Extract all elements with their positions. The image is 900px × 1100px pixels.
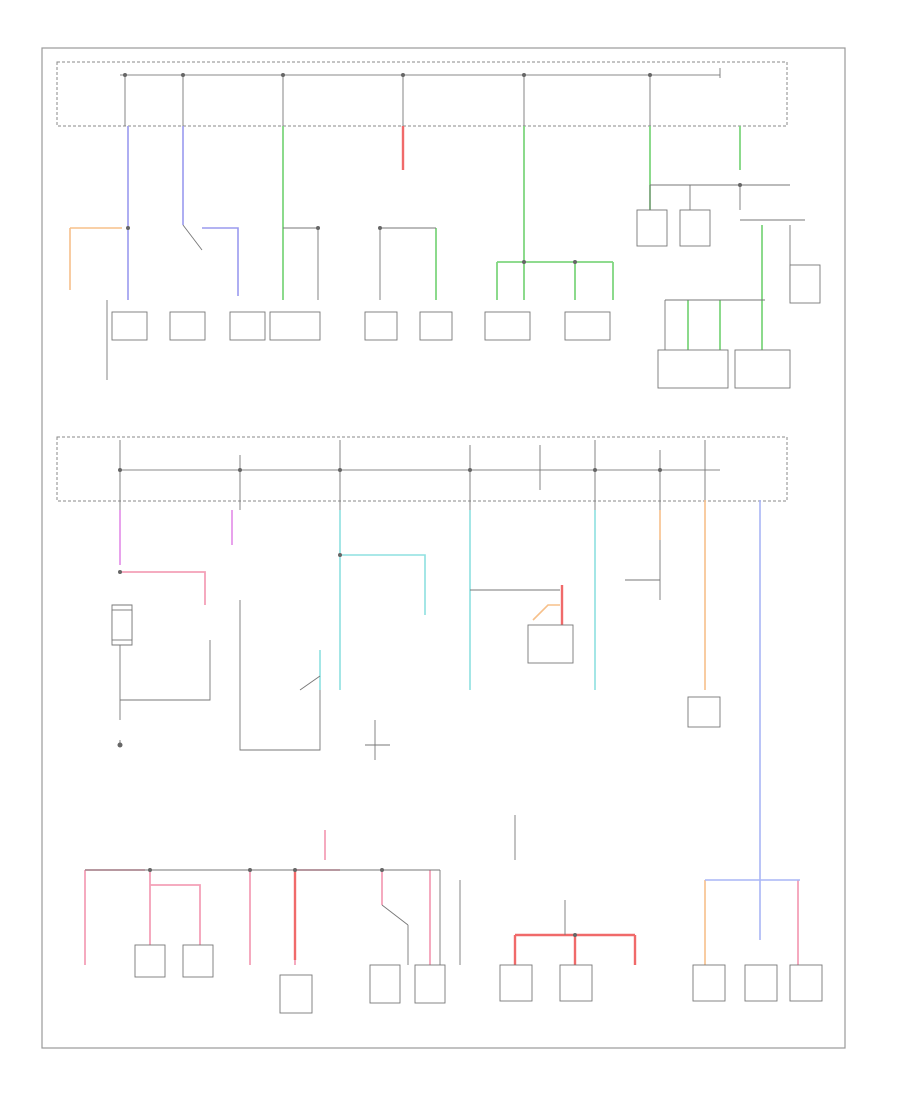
component-box — [269, 311, 321, 341]
upper-circuit-wires — [69, 126, 763, 350]
diagram-frame — [41, 47, 846, 1049]
component-box — [134, 944, 166, 978]
lower-fuse-junction-box — [56, 436, 788, 510]
middle-ground-lines — [111, 540, 661, 760]
upper-fuse-junction-box — [56, 61, 788, 127]
upper-ground-lines — [106, 184, 805, 380]
component-box — [687, 696, 721, 728]
lower-ground-lines — [85, 815, 566, 965]
lower-components — [134, 944, 823, 1014]
component-box — [484, 311, 531, 341]
component-box — [229, 311, 266, 341]
middle-circuit-wires — [119, 500, 761, 940]
component-box — [169, 311, 206, 341]
component-box — [789, 964, 823, 1002]
component-box — [419, 311, 453, 341]
component-box — [559, 964, 593, 1002]
component-box — [369, 964, 401, 1004]
component-box — [657, 349, 729, 389]
component-box — [499, 964, 533, 1002]
middle-components — [111, 609, 721, 728]
component-box — [636, 209, 668, 247]
middle-splices — [117, 468, 662, 748]
component-box — [414, 964, 446, 1004]
component-box — [527, 624, 574, 664]
upper-components — [111, 209, 821, 389]
component-box — [734, 349, 791, 389]
component-box — [692, 964, 726, 1002]
component-box — [111, 609, 133, 641]
component-box — [111, 311, 148, 341]
component-box — [564, 311, 611, 341]
component-box — [364, 311, 398, 341]
component-box — [182, 944, 214, 978]
upper-splices — [123, 73, 742, 264]
component-box — [679, 209, 711, 247]
component-box — [789, 264, 821, 304]
component-box — [744, 964, 778, 1002]
component-box — [279, 974, 313, 1014]
lower-splices — [148, 868, 577, 937]
